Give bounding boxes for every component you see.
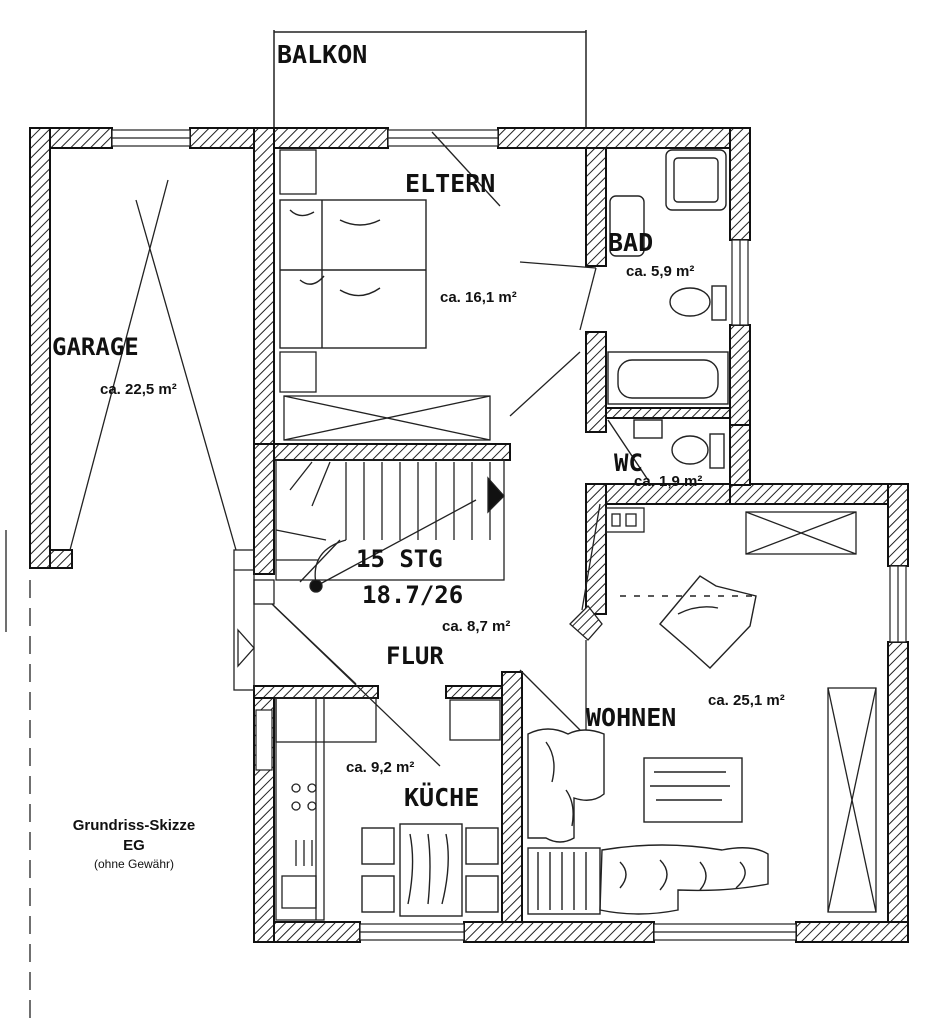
wall-garage-left	[29, 127, 51, 569]
bed	[279, 199, 427, 349]
area-kueche: ca. 9,2 m²	[346, 759, 414, 776]
wall-wohnen-top	[729, 483, 909, 505]
staircase	[275, 459, 505, 593]
wall-eltern-bad	[585, 147, 607, 267]
label-wc: WC	[614, 449, 643, 477]
wall-top-bad	[497, 127, 751, 149]
wall-wohnen-left	[585, 483, 607, 615]
windows	[111, 129, 907, 941]
wall-bad-door-jamb	[585, 331, 607, 433]
entrance-door	[233, 503, 603, 767]
eltern-door-swing	[431, 131, 597, 417]
caption-subtitle: EG	[123, 837, 145, 854]
wall-right-wohnen-upper	[887, 483, 909, 567]
wall-bad-wc	[605, 407, 731, 419]
label-garage: GARAGE	[52, 333, 139, 361]
label-eltern: ELTERN	[405, 169, 495, 198]
caption-title: Grundriss-Skizze	[73, 817, 196, 834]
wall-eltern-flur	[273, 443, 511, 461]
coffee-table	[643, 757, 743, 823]
wall-right-bad	[729, 127, 751, 241]
area-garage: ca. 22,5 m²	[100, 381, 177, 398]
balcony-outline	[273, 30, 587, 128]
wall-garage-bottom-stub	[49, 549, 73, 569]
living-small-cabinet	[605, 507, 645, 533]
armchair	[620, 575, 760, 669]
sofa	[527, 728, 769, 915]
bathtub	[607, 351, 729, 405]
area-wohnen: ca. 25,1 m²	[708, 692, 785, 709]
toilet-wc	[607, 419, 725, 481]
wardrobe	[283, 395, 491, 441]
area-eltern: ca. 16,1 m²	[440, 289, 517, 306]
garage-driveway	[5, 530, 31, 1024]
wall-right-bad-lower	[729, 324, 751, 426]
label-stairs-count: 15 STG	[356, 545, 443, 573]
area-bad: ca. 5,9 m²	[626, 263, 694, 280]
label-wohnen: WOHNEN	[586, 703, 676, 732]
shower	[665, 149, 727, 211]
kitchen-counter	[275, 697, 501, 921]
living-sideboard	[745, 511, 857, 555]
garage-car-cross	[69, 179, 237, 551]
wall-bottom-middle	[463, 921, 655, 943]
wall-kitchen-wohnen	[501, 671, 523, 923]
nightstands	[279, 149, 317, 393]
wall-wc-right	[729, 424, 751, 486]
label-stairs-dim: 18.7/26	[362, 581, 463, 609]
kitchen-table	[361, 823, 499, 917]
label-bad: BAD	[608, 228, 653, 257]
wall-stair-left	[253, 443, 275, 575]
wall-right-wohnen-lower	[887, 641, 909, 943]
wall-kitchen-top-right	[445, 685, 503, 699]
wall-top-eltern	[273, 127, 389, 149]
label-balkon: BALKON	[277, 40, 367, 69]
caption-note: (ohne Gewähr)	[94, 857, 174, 871]
wall-bottom-right	[795, 921, 909, 943]
label-kueche: KÜCHE	[404, 782, 479, 812]
label-flur: FLUR	[386, 642, 444, 670]
toilet-bad	[669, 285, 727, 321]
area-wc: ca. 1,9 m²	[634, 473, 702, 490]
washbasin	[609, 195, 645, 257]
living-shelf	[827, 687, 877, 913]
area-flur: ca. 8,7 m²	[442, 618, 510, 635]
window-kitchen-left	[255, 709, 273, 771]
